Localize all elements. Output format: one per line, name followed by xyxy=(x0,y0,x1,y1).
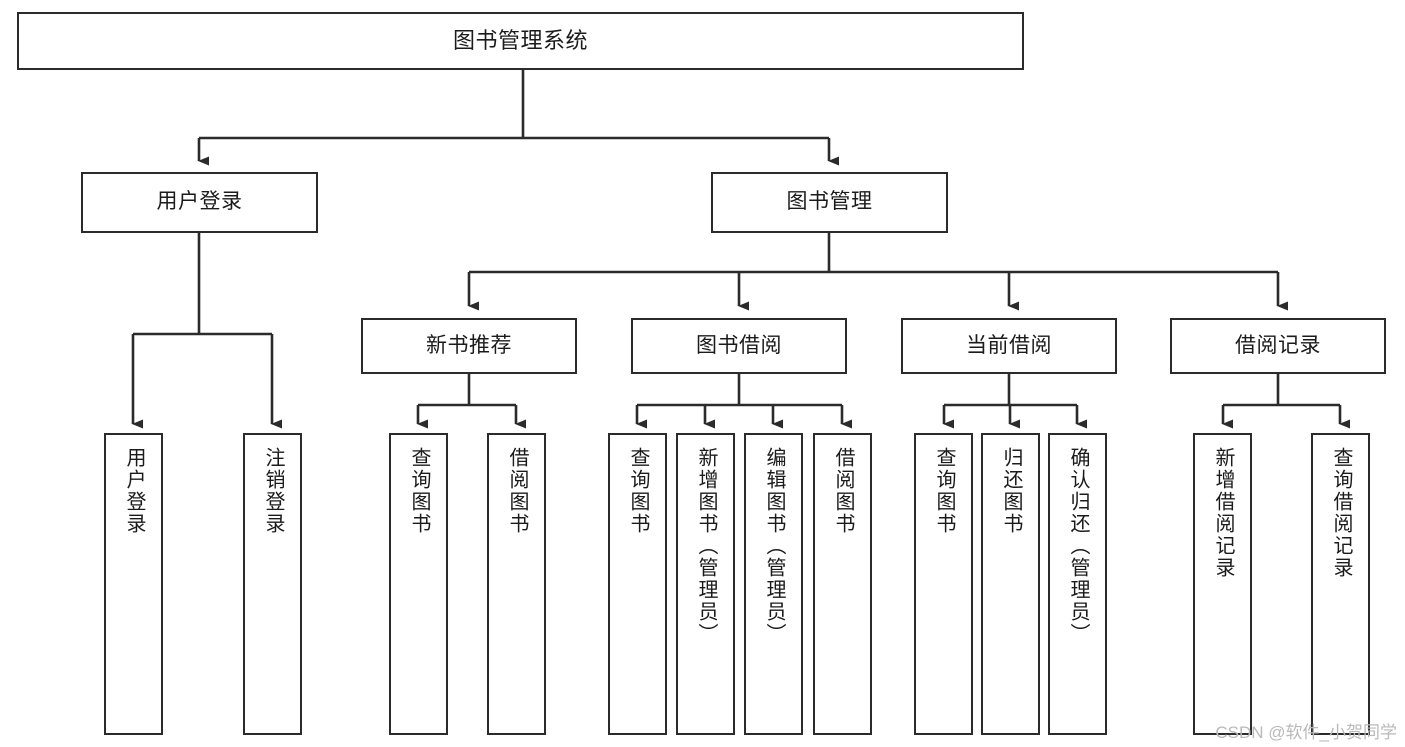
node-current-borrowing[interactable]: 当前借阅 xyxy=(901,318,1117,374)
leaf-add-borrow-record-label: 新增借阅记录 xyxy=(1212,447,1234,579)
leaf-user-logout-label: 注销登录 xyxy=(262,447,284,535)
leaf-add-book-admin[interactable]: 新增图书（管理员） xyxy=(676,433,735,735)
node-root-label: 图书管理系统 xyxy=(452,28,588,54)
leaf-borrow-book-label: 借阅图书 xyxy=(832,447,854,535)
node-new-book-recommendation-label: 新书推荐 xyxy=(426,333,512,357)
leaf-edit-book-admin-label: 编辑图书（管理员） xyxy=(763,447,785,645)
leaf-user-login-label: 用户登录 xyxy=(123,447,145,535)
node-borrowing-record[interactable]: 借阅记录 xyxy=(1170,318,1386,374)
leaf-borrow-book-recommendation-label: 借阅图书 xyxy=(506,447,528,535)
leaf-query-book-borrowing[interactable]: 查询图书 xyxy=(608,433,667,735)
leaf-return-book[interactable]: 归还图书 xyxy=(981,433,1040,735)
leaf-borrow-book-recommendation[interactable]: 借阅图书 xyxy=(487,433,546,735)
leaf-return-book-label: 归还图书 xyxy=(1000,447,1022,535)
leaf-query-book-current[interactable]: 查询图书 xyxy=(914,433,973,735)
leaf-user-login[interactable]: 用户登录 xyxy=(104,433,163,735)
leaf-query-book-recommendation-label: 查询图书 xyxy=(408,447,430,535)
node-new-book-recommendation[interactable]: 新书推荐 xyxy=(361,318,577,374)
leaf-query-borrow-record[interactable]: 查询借阅记录 xyxy=(1311,433,1370,735)
node-user-login[interactable]: 用户登录 xyxy=(81,172,318,233)
leaf-query-book-current-label: 查询图书 xyxy=(933,447,955,535)
node-book-management[interactable]: 图书管理 xyxy=(711,172,948,233)
leaf-user-logout[interactable]: 注销登录 xyxy=(243,433,302,735)
leaf-edit-book-admin[interactable]: 编辑图书（管理员） xyxy=(744,433,803,735)
leaf-query-book-borrowing-label: 查询图书 xyxy=(627,447,649,535)
watermark-text: CSDN @软件_小贺同学 xyxy=(1215,723,1397,742)
node-book-management-label: 图书管理 xyxy=(786,190,873,214)
leaf-query-borrow-record-label: 查询借阅记录 xyxy=(1330,447,1352,579)
leaf-add-borrow-record[interactable]: 新增借阅记录 xyxy=(1193,433,1252,735)
node-current-borrowing-label: 当前借阅 xyxy=(966,333,1052,357)
leaf-confirm-return-admin-label: 确认归还（管理员） xyxy=(1067,447,1089,645)
leaf-confirm-return-admin[interactable]: 确认归还（管理员） xyxy=(1048,433,1107,735)
leaf-add-book-admin-label: 新增图书（管理员） xyxy=(695,447,717,645)
leaf-borrow-book[interactable]: 借阅图书 xyxy=(813,433,872,735)
leaf-query-book-recommendation[interactable]: 查询图书 xyxy=(389,433,448,735)
node-borrowing-record-label: 借阅记录 xyxy=(1235,333,1321,357)
node-book-borrowing-label: 图书借阅 xyxy=(696,333,782,357)
node-user-login-label: 用户登录 xyxy=(156,190,243,214)
node-book-borrowing[interactable]: 图书借阅 xyxy=(631,318,847,374)
node-root-book-management-system[interactable]: 图书管理系统 xyxy=(17,12,1024,70)
